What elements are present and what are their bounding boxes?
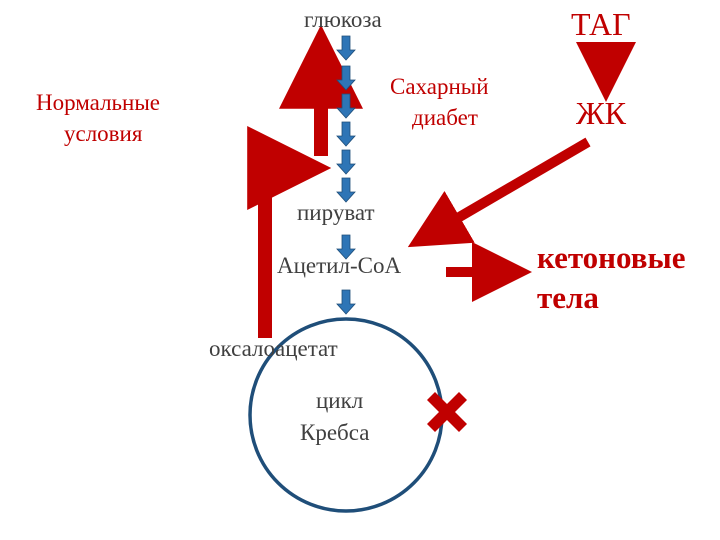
krebs-cycle-line2: Кребса <box>300 420 370 445</box>
x-mark-icon <box>427 392 467 432</box>
normal-conditions-line2: условия <box>64 121 143 146</box>
diabetes-line1: Сахарный <box>390 74 489 99</box>
pyruvate-label: пируват <box>297 200 375 225</box>
oxaloacetate-up-arrow <box>247 126 332 338</box>
glycolysis-arrows <box>336 35 356 315</box>
down-arrow-icon <box>336 35 356 61</box>
ketone-bodies-line1: кетоновые <box>537 240 686 275</box>
down-arrow-icon <box>336 93 356 119</box>
diabetes-line2: диабет <box>412 105 478 130</box>
acetyl-coa-label: Ацетил-CoA <box>277 253 402 278</box>
fa-to-acetyl-coa-arrow <box>407 137 591 248</box>
down-arrow-icon <box>336 177 356 203</box>
down-arrow-icon <box>336 121 356 147</box>
oxaloacetate-label: оксалоацетат <box>209 336 338 361</box>
down-arrow-icon <box>336 234 356 260</box>
down-arrow-icon <box>336 65 356 91</box>
krebs-cycle-line1: цикл <box>316 388 364 413</box>
fa-label: ЖК <box>576 95 627 131</box>
normal-conditions-line1: Нормальные <box>36 90 161 115</box>
down-arrow-icon <box>336 289 356 315</box>
tag-label: ТАГ <box>571 6 631 42</box>
ketone-bodies-line2: тела <box>537 280 599 315</box>
glucose-label: глюкоза <box>304 7 382 32</box>
down-arrow-icon <box>336 149 356 175</box>
